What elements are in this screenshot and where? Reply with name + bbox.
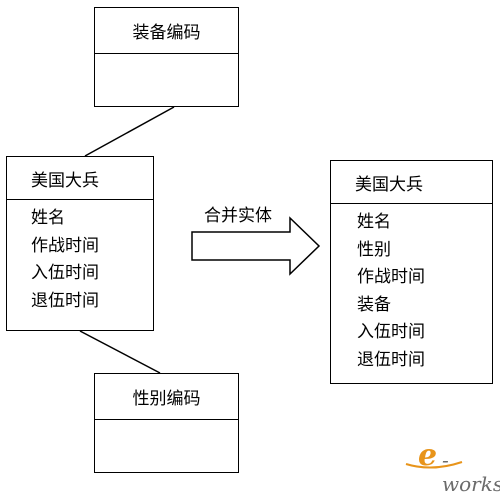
soldier-entity-left-title: 美国大兵 xyxy=(7,157,153,200)
merge-arrow-label: 合并实体 xyxy=(204,206,272,226)
watermark-e: e xyxy=(418,438,438,473)
attribute-name: 姓名 xyxy=(357,212,391,232)
attribute-equipment: 装备 xyxy=(357,294,391,315)
equipment-code-entity: 装备编码 xyxy=(94,7,239,107)
watermark-swoosh-icon xyxy=(405,461,463,469)
attribute-discharge-time: 退伍时间 xyxy=(31,290,99,311)
connector-soldier-to-gender xyxy=(79,330,161,374)
soldier-entity-left-attributes: 姓名 作战时间 入伍时间 退伍时间 xyxy=(7,200,153,315)
attribute-name: 姓名 xyxy=(31,208,65,228)
eworks-watermark-logo: e -works xyxy=(402,438,500,496)
attribute-combat-time: 作战时间 xyxy=(357,267,425,287)
diagram-canvas: 装备编码 美国大兵 姓名 作战时间 入伍时间 退伍时间 性别编码 合并实体 美国… xyxy=(6,7,500,496)
attribute-gender: 性别 xyxy=(357,239,391,260)
soldier-entity-left: 美国大兵 姓名 作战时间 入伍时间 退伍时间 xyxy=(6,156,154,331)
attribute-combat-time: 作战时间 xyxy=(31,235,99,256)
soldier-entity-right-attributes: 姓名 性别 作战时间 装备 入伍时间 退伍时间 xyxy=(331,204,492,374)
merge-arrow-shape xyxy=(191,216,321,276)
attribute-enlist-time: 入伍时间 xyxy=(31,263,99,283)
connector-equipment-to-soldier xyxy=(84,106,175,157)
soldier-entity-right-title: 美国大兵 xyxy=(331,161,492,204)
watermark-works: -works xyxy=(442,448,500,496)
attribute-enlist-time: 入伍时间 xyxy=(357,322,425,342)
attribute-discharge-time: 退伍时间 xyxy=(357,349,425,370)
gender-code-title: 性别编码 xyxy=(95,374,238,420)
connector-layer xyxy=(79,106,321,374)
soldier-entity-right: 美国大兵 姓名 性别 作战时间 装备 入伍时间 退伍时间 xyxy=(330,160,493,384)
equipment-code-title: 装备编码 xyxy=(95,8,238,54)
gender-code-entity: 性别编码 xyxy=(94,373,239,473)
